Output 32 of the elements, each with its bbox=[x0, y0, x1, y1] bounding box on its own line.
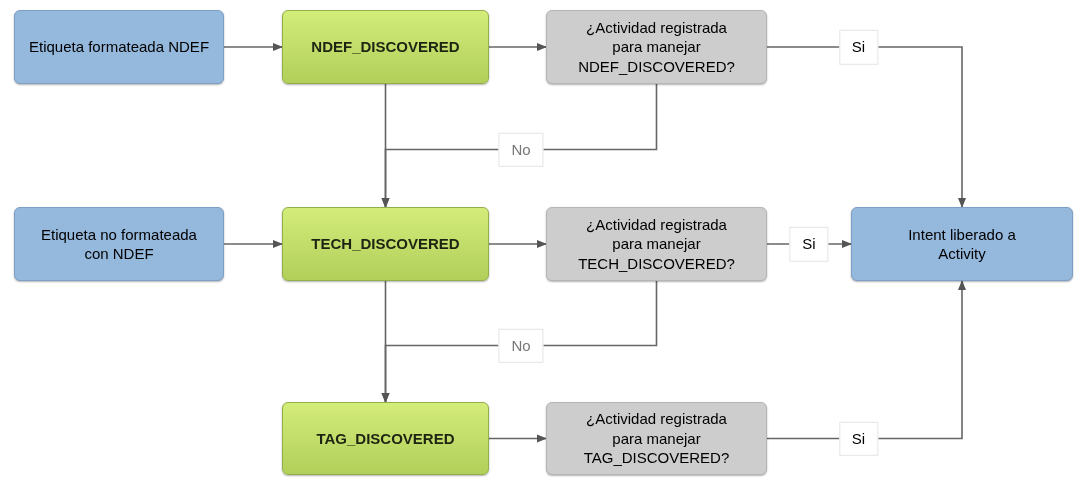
arrow bbox=[381, 83, 658, 208]
arrow bbox=[766, 46, 966, 208]
node-text: NDEF_DISCOVERED bbox=[311, 37, 460, 57]
process-box bbox=[14, 207, 224, 281]
decision-box bbox=[546, 402, 767, 475]
arrow bbox=[223, 240, 283, 248]
edge-label: Si bbox=[789, 226, 829, 262]
node-text: ¿Actividad registrada para manejar NDEF_DISCOVERED? bbox=[577, 17, 736, 77]
node-text: Etiqueta formateada NDEF bbox=[28, 37, 210, 57]
edge-label: Si bbox=[838, 29, 879, 65]
process-box bbox=[14, 10, 224, 84]
decision-box bbox=[546, 207, 767, 281]
arrow bbox=[488, 434, 547, 443]
node-text: ¿Actividad registrada para manejar TAG_DISCOVERED? bbox=[582, 409, 731, 468]
intent-box bbox=[282, 10, 489, 84]
node-text: ¿Actividad registrada para manejar TECH_DISCOVERED? bbox=[577, 214, 736, 274]
decision-box bbox=[546, 10, 767, 84]
intent-box bbox=[282, 207, 489, 281]
process-box bbox=[851, 207, 1073, 281]
arrow bbox=[223, 43, 283, 51]
edge-label: No bbox=[498, 328, 544, 363]
intent-box bbox=[282, 402, 489, 475]
arrow bbox=[766, 280, 966, 440]
arrow bbox=[488, 43, 547, 51]
node-text: TECH_DISCOVERED bbox=[311, 234, 460, 254]
node-text: TAG_DISCOVERED bbox=[316, 428, 455, 449]
node-text: Etiqueta no formateada con NDEF bbox=[40, 224, 198, 264]
edge-label: No bbox=[498, 132, 544, 167]
node-text: Intent liberado a Activity bbox=[908, 224, 1016, 264]
edge-label: Si bbox=[838, 421, 879, 456]
arrow bbox=[488, 240, 547, 248]
arrow bbox=[381, 280, 658, 403]
